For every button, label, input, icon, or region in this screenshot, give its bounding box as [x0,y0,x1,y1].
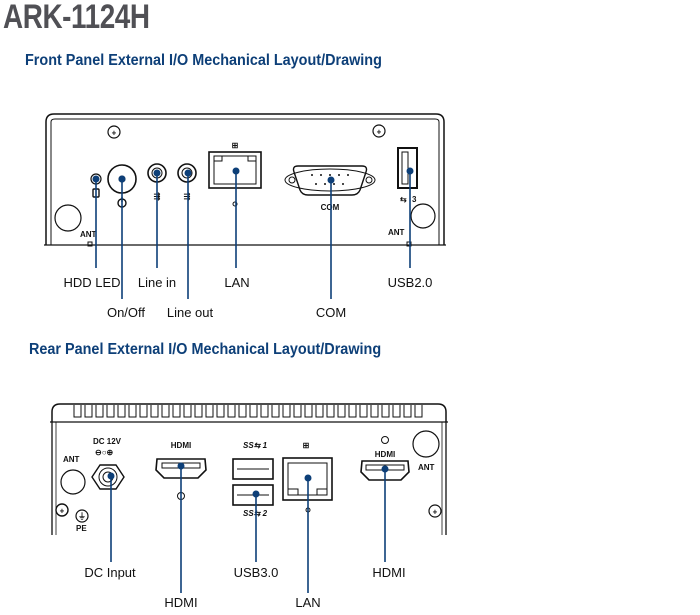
rear-panel-heading: Rear Panel External I/O Mechanical Layou… [29,341,382,358]
rear-chassis-outline [51,403,447,422]
label-rear-lan: LAN [295,595,321,610]
svg-text:SS⇆ 1: SS⇆ 1 [243,441,268,450]
svg-text:HDMI: HDMI [375,450,395,459]
ant-mark: ANT [418,463,435,472]
svg-text:+: + [112,129,117,138]
svg-text:⇶: ⇶ [184,192,191,201]
ant-mark: ANT [80,230,97,239]
svg-text:COM: COM [321,203,340,212]
label-hdmi-right: HDMI [372,565,406,580]
svg-text:+: + [60,507,65,516]
screw-icon: + [428,504,442,518]
svg-text:PE: PE [76,524,87,533]
svg-text:DC 12V: DC 12V [93,437,122,446]
svg-text:3: 3 [412,195,417,204]
svg-text:⊞: ⊞ [232,141,239,150]
ant-mark: ANT [63,455,80,464]
svg-text:+: + [433,508,438,517]
heatsink-fins [73,405,423,418]
front-panel-heading: Front Panel External I/O Mechanical Layo… [25,52,382,69]
label-dc-input: DC Input [84,565,136,580]
antenna-hole-icon [60,469,86,495]
lan-port-icon: ⊞ [208,141,262,207]
label-usb2: USB2.0 [387,275,433,290]
com-port-icon: COM [284,165,376,212]
line-out-jack-icon: ⇶ [177,163,197,201]
usb-port-icon: ⇆ 3 [397,147,418,204]
label-com: COM [315,305,347,320]
svg-text:⇆: ⇆ [400,195,407,204]
label-hdd-led: HDD LED [63,275,121,290]
label-on-off: On/Off [106,305,146,320]
antenna-hole-icon [410,203,436,229]
svg-text:HDMI: HDMI [171,441,191,450]
antenna-hole-icon [54,204,82,232]
label-line-out: Line out [166,305,214,320]
front-chassis-outline [45,113,445,245]
ant-mark: ANT [388,228,405,237]
svg-text:+: + [377,128,382,137]
dc-jack-icon: DC 12V ⊖○⊕ [91,437,125,490]
product-title: ARK-1124H [3,0,150,36]
label-usb3: USB3.0 [233,565,279,580]
svg-text:⏚: ⏚ [78,512,86,521]
label-front-lan: LAN [224,275,250,290]
svg-text:⊞: ⊞ [303,441,310,450]
label-hdmi-left: HDMI [164,595,198,610]
ground-pe-icon: + ⏚ PE [55,503,89,533]
label-line-in: Line in [137,275,177,290]
svg-text:⊖○⊕: ⊖○⊕ [95,448,114,457]
screw-icon: + [107,125,121,139]
antenna-hole-icon [412,430,440,458]
usb3-port-icon: SS⇆ 1 SS⇆ 2 [232,441,274,518]
screw-icon: + [372,124,386,138]
